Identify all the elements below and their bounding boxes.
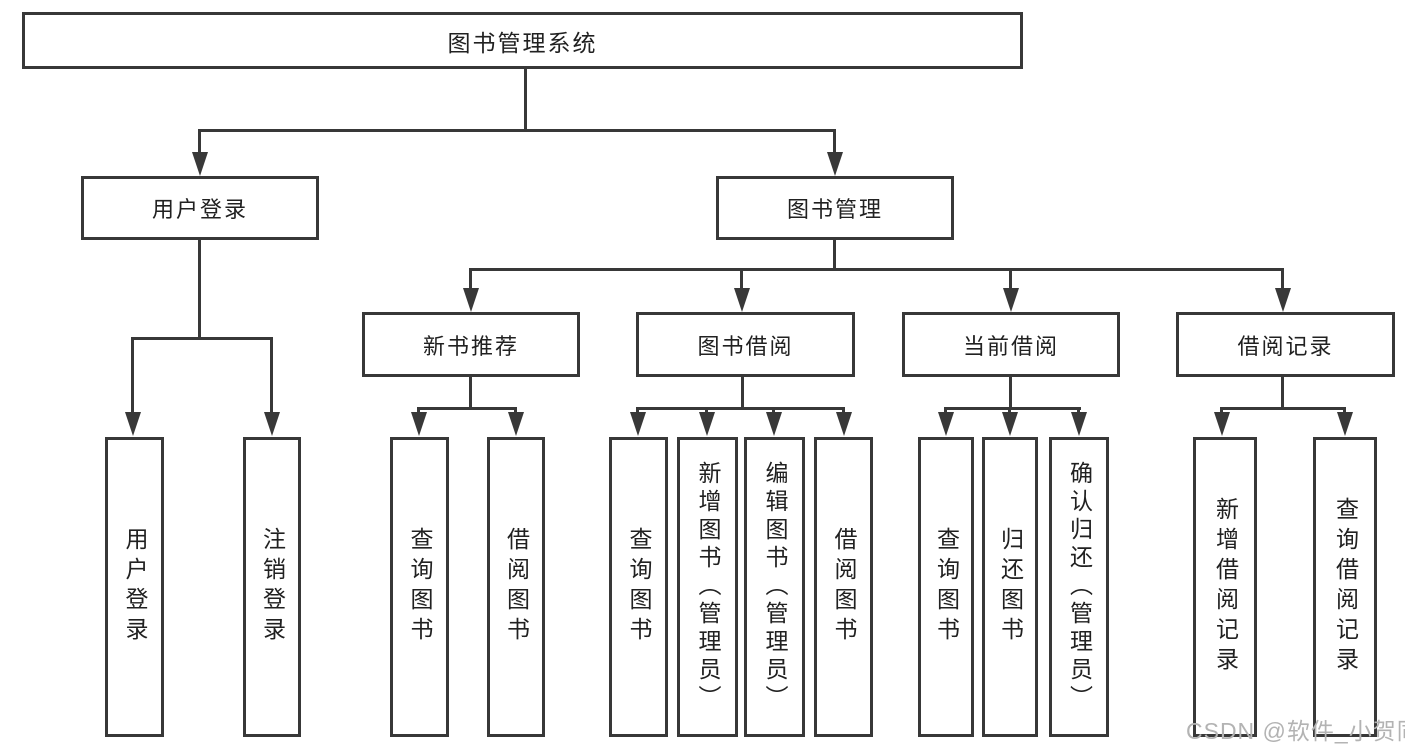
arrow-shaft [270, 337, 273, 416]
connector-book-borrow-stub [741, 376, 744, 410]
bracket-level2 [198, 129, 836, 132]
bracket-current-borrow-children [944, 407, 1081, 410]
arrow-shaft [705, 407, 708, 416]
leaf-label: 查询图书 [933, 527, 960, 647]
leaf-label: 确认归还（管理员） [1066, 461, 1093, 713]
arrow-shaft [198, 129, 201, 157]
arrow-to-leaf [1071, 412, 1087, 436]
connector-book-mgmt-stub [833, 239, 836, 270]
arrow-shaft [1220, 407, 1223, 416]
node-book-mgmt: 图书管理 [716, 176, 954, 240]
node-book-borrow: 图书借阅 [636, 312, 855, 377]
arrow-to-leaf [630, 412, 646, 436]
node-book-borrow-label: 图书借阅 [697, 333, 794, 359]
arrow-to-book-mgmt [827, 152, 843, 176]
node-root-label: 图书管理系统 [447, 29, 598, 56]
csdn-watermark: CSDN @软件_小贺同学 [1186, 718, 1405, 744]
connector-current-borrow-stub [1009, 376, 1012, 410]
leaf-label: 新增借阅记录 [1212, 497, 1239, 677]
node-leaf-user-login: 用户登录 [105, 437, 164, 737]
leaf-label: 新增图书（管理员） [695, 461, 721, 713]
arrow-shaft [636, 407, 639, 416]
arrow-to-leaf [1337, 412, 1353, 436]
node-leaf-edit-books-admin: 编辑图书（管理员） [744, 437, 805, 737]
connector-borrow-record-stub [1281, 376, 1284, 410]
node-borrow-record-label: 借阅记录 [1237, 333, 1334, 359]
node-current-borrow: 当前借阅 [902, 312, 1120, 377]
node-leaf-return-books: 归还图书 [982, 437, 1038, 737]
bracket-new-book-children [417, 407, 517, 410]
bracket-user-login-children [131, 337, 273, 340]
leaf-label: 查询图书 [407, 527, 433, 647]
arrow-to-book-borrow [734, 288, 750, 312]
arrow-shaft [772, 407, 775, 416]
arrow-to-leaf [1214, 412, 1230, 436]
arrow-to-leaf [508, 412, 524, 436]
leaf-label: 用户登录 [122, 527, 148, 647]
node-leaf-query-books-1: 查询图书 [390, 437, 449, 737]
arrow-shaft [417, 407, 420, 416]
leaf-label: 编辑图书（管理员） [762, 461, 788, 713]
arrow-to-user-login [192, 152, 208, 176]
bracket-borrow-record-children [1220, 407, 1346, 410]
leaf-label: 借阅图书 [831, 527, 857, 647]
arrow-to-leaf [938, 412, 954, 436]
leaf-label: 注销登录 [259, 527, 286, 647]
node-current-borrow-label: 当前借阅 [962, 333, 1059, 359]
node-leaf-add-books-admin: 新增图书（管理员） [677, 437, 738, 737]
node-leaf-query-books-2: 查询图书 [609, 437, 668, 737]
arrow-shaft [1343, 407, 1346, 416]
connector-user-login-stub [198, 239, 201, 340]
arrow-to-borrow-record [1275, 288, 1291, 312]
arrow-to-leaf [411, 412, 427, 436]
arrow-to-leaf-logout [264, 412, 280, 436]
arrow-to-leaf [766, 412, 782, 436]
arrow-shaft [1008, 407, 1011, 416]
node-borrow-record: 借阅记录 [1176, 312, 1395, 377]
arrow-shaft [842, 407, 845, 416]
node-root: 图书管理系统 [22, 12, 1023, 69]
node-user-login-label: 用户登录 [151, 197, 248, 222]
node-book-mgmt-label: 图书管理 [786, 197, 883, 222]
node-leaf-borrow-books-2: 借阅图书 [814, 437, 873, 737]
arrow-shaft [1077, 407, 1080, 416]
leaf-label: 归还图书 [997, 527, 1024, 647]
node-leaf-confirm-return-admin: 确认归还（管理员） [1049, 437, 1109, 737]
arrow-to-leaf-user-login [125, 412, 141, 436]
arrow-shaft [1281, 268, 1284, 292]
connector-root-stub [524, 68, 527, 131]
leaf-label: 查询借阅记录 [1332, 497, 1359, 677]
arrow-to-new-book-rec [463, 288, 479, 312]
node-new-book-rec: 新书推荐 [362, 312, 580, 377]
leaf-label: 查询图书 [626, 527, 652, 647]
arrow-shaft [1009, 268, 1012, 292]
node-user-login: 用户登录 [81, 176, 319, 240]
node-leaf-query-books-3: 查询图书 [918, 437, 974, 737]
arrow-shaft [740, 268, 743, 292]
node-leaf-query-borrow-record: 查询借阅记录 [1313, 437, 1377, 737]
node-leaf-borrow-books-1: 借阅图书 [487, 437, 545, 737]
arrow-shaft [514, 407, 517, 416]
node-new-book-rec-label: 新书推荐 [422, 333, 519, 359]
node-leaf-add-borrow-record: 新增借阅记录 [1193, 437, 1257, 737]
arrow-shaft [833, 129, 836, 157]
bracket-level3 [469, 268, 1284, 271]
arrow-shaft [944, 407, 947, 416]
arrow-to-leaf [1002, 412, 1018, 436]
arrow-shaft [469, 268, 472, 292]
bracket-book-borrow-children [636, 407, 845, 410]
connector-new-book-rec-stub [469, 376, 472, 410]
arrow-to-leaf [836, 412, 852, 436]
arrow-to-leaf [699, 412, 715, 436]
arrow-to-current-borrow [1003, 288, 1019, 312]
arrow-shaft [131, 337, 134, 416]
leaf-label: 借阅图书 [503, 527, 530, 647]
node-leaf-logout: 注销登录 [243, 437, 301, 737]
